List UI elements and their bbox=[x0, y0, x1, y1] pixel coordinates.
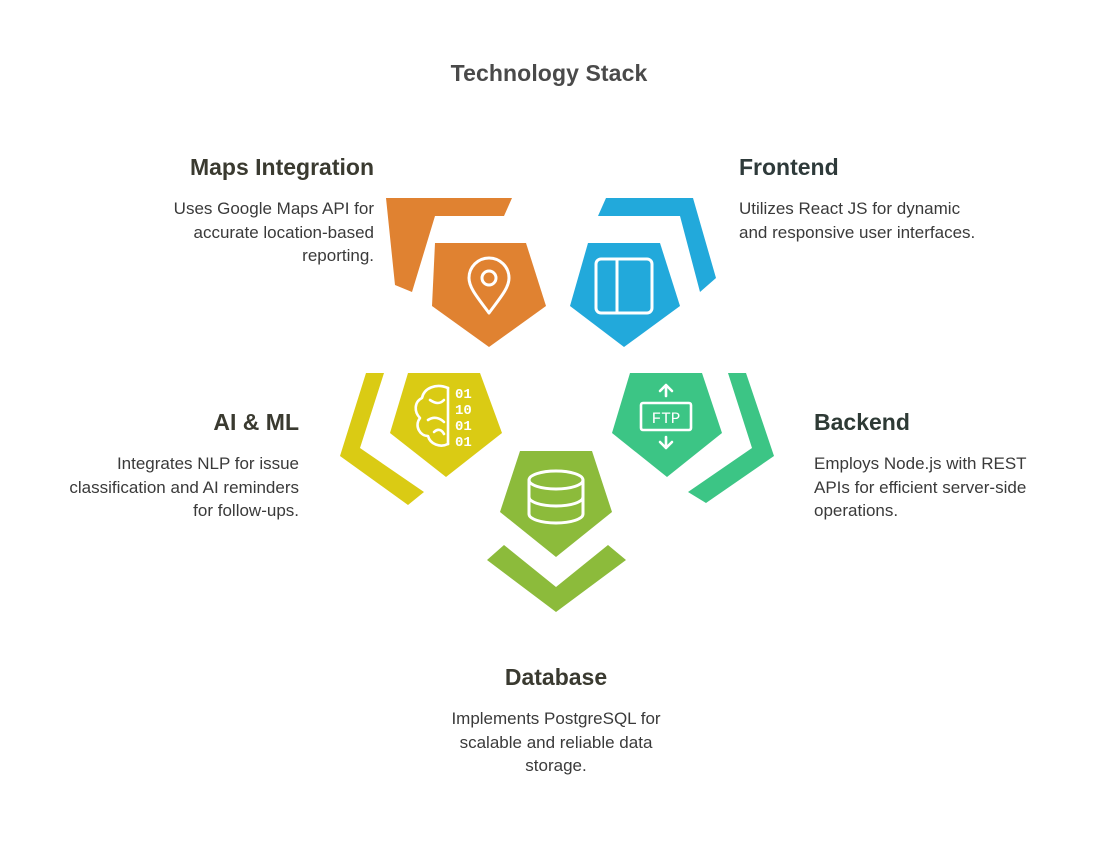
frontend-description: Utilizes React JS for dynamic and respon… bbox=[739, 199, 976, 242]
backend-icon-label: FTP bbox=[652, 410, 681, 428]
frontend-label: Frontend Utilizes React JS for dynamic a… bbox=[739, 154, 1039, 244]
ftp-transfer-icon: FTP bbox=[639, 383, 693, 450]
segment-backend: FTP bbox=[612, 373, 774, 503]
maps-pentagon bbox=[432, 243, 546, 347]
ai-icon-bits-2: 10 bbox=[455, 403, 472, 419]
database-label: Database Implements PostgreSQL for scala… bbox=[396, 664, 716, 778]
frontend-heading: Frontend bbox=[739, 154, 839, 180]
maps-description: Uses Google Maps API for accurate locati… bbox=[173, 199, 374, 265]
segment-frontend bbox=[570, 198, 716, 347]
map-pin-icon bbox=[467, 256, 511, 315]
ai-heading: AI & ML bbox=[213, 409, 299, 435]
page-title: Technology Stack bbox=[450, 60, 648, 86]
database-heading: Database bbox=[504, 664, 608, 690]
ai-icon-bits-3: 01 bbox=[455, 419, 472, 435]
segment-ai: 01 10 01 01 bbox=[340, 373, 502, 505]
ai-label: AI & ML Integrates NLP for issue classif… bbox=[20, 409, 299, 523]
ai-outer-band bbox=[340, 373, 424, 505]
maps-heading: Maps Integration bbox=[189, 154, 374, 180]
ai-pentagon bbox=[390, 373, 502, 477]
backend-description: Employs Node.js with REST APIs for effic… bbox=[814, 454, 1027, 520]
backend-label: Backend Employs Node.js with REST APIs f… bbox=[814, 409, 1084, 523]
backend-outer-band bbox=[688, 373, 774, 503]
ai-icon-bits-4: 01 bbox=[455, 435, 472, 451]
maps-outer-band bbox=[386, 198, 512, 292]
frontend-outer-band bbox=[598, 198, 716, 292]
database-outer-band bbox=[487, 545, 626, 612]
ai-description: Integrates NLP for issue classification … bbox=[69, 454, 299, 520]
backend-heading: Backend bbox=[814, 409, 910, 435]
maps-label: Maps Integration Uses Google Maps API fo… bbox=[90, 154, 374, 268]
database-icon bbox=[527, 469, 585, 525]
database-description: Implements PostgreSQL for scalable and r… bbox=[451, 709, 661, 775]
backend-pentagon bbox=[612, 373, 722, 477]
brain-binary-icon: 01 10 01 01 bbox=[414, 384, 472, 451]
segment-maps bbox=[386, 198, 546, 347]
browser-layout-icon bbox=[594, 257, 654, 315]
ai-icon-bits-1: 01 bbox=[455, 387, 472, 403]
database-pentagon bbox=[500, 451, 612, 557]
segment-database bbox=[487, 451, 626, 612]
